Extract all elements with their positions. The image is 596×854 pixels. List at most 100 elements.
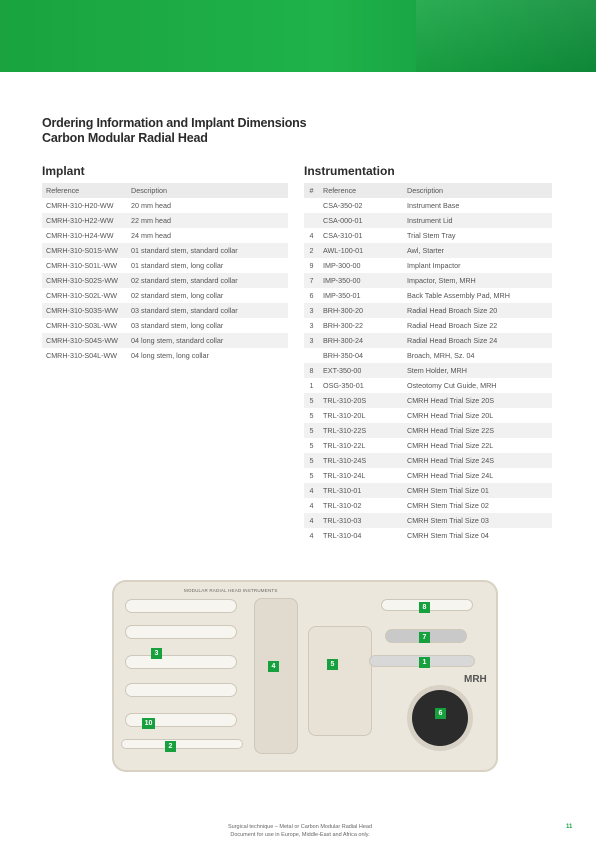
table-cell: CMRH-310-S04S-WW — [42, 333, 127, 348]
table-cell: 02 standard stem, standard collar — [127, 273, 288, 288]
table-cell: Trial Stem Tray — [407, 231, 456, 240]
table-cell: BRH-300-20 — [319, 303, 403, 318]
table-cell: Back Table Assembly Pad, MRH — [407, 291, 510, 300]
callout-badge: 8 — [419, 602, 430, 613]
callout-badge: 3 — [151, 648, 162, 659]
table-cell — [304, 213, 319, 228]
head-trial-area — [308, 626, 372, 736]
column-header: Description — [403, 183, 552, 198]
table-cell: 1 — [309, 381, 314, 390]
instrument-handle — [126, 626, 236, 638]
table-cell: 22 mm head — [127, 213, 288, 228]
table-cell: CMRH Head Trial Size 24S — [403, 453, 552, 468]
table-cell: 5 — [309, 411, 314, 420]
table-cell: 5 — [309, 471, 314, 480]
table-cell: 4 — [309, 501, 314, 510]
table-cell: CMRH-310-S04L-WW — [46, 351, 118, 360]
table-cell: 4 — [309, 231, 314, 240]
table-cell: Instrument Lid — [403, 213, 552, 228]
table-cell — [304, 348, 319, 363]
table-cell: 7 — [304, 273, 319, 288]
table-cell: 04 long stem, standard collar — [127, 333, 288, 348]
callout-badge: 2 — [165, 741, 176, 752]
table-cell: CMRH-310-S01L-WW — [46, 261, 118, 270]
table-cell: TRL-310-24S — [319, 453, 403, 468]
table-cell: 03 standard stem, standard collar — [127, 303, 288, 318]
callout-badge: 1 — [419, 657, 430, 668]
table-cell: 3 — [309, 321, 314, 330]
instrumentation-heading: Instrumentation — [304, 164, 395, 178]
column-header: Description — [127, 183, 288, 198]
table-cell: 20 mm head — [131, 201, 171, 210]
table-cell: 24 mm head — [131, 231, 171, 240]
table-cell: BRH-300-24 — [319, 333, 403, 348]
instrument-handle — [126, 684, 236, 696]
table-cell: 5 — [304, 393, 319, 408]
table-cell: Implant Impactor — [407, 261, 461, 270]
table-cell: CSA-350-02 — [323, 201, 363, 210]
table-cell: 01 standard stem, standard collar — [127, 243, 288, 258]
table-cell: CMRH Head Trial Size 22L — [407, 441, 494, 450]
table-cell: CMRH Head Trial Size 20L — [407, 411, 494, 420]
column-header: # — [304, 183, 319, 198]
table-cell: TRL-310-04 — [323, 531, 362, 540]
table-cell: CMRH Head Trial Size 20S — [403, 393, 552, 408]
table-cell: 8 — [304, 363, 319, 378]
table-cell: Stem Holder, MRH — [403, 363, 552, 378]
title-line-1: Ordering Information and Implant Dimensi… — [42, 116, 307, 130]
table-cell: IMP-350-01 — [323, 291, 361, 300]
table-cell: 4 — [304, 513, 319, 528]
stem-trial-tray — [254, 598, 298, 754]
table-cell: EXT-350-00 — [319, 363, 403, 378]
table-cell: 4 — [309, 531, 314, 540]
table-header-row: Reference Description — [42, 183, 288, 198]
footer: Surgical technique – Metal or Carbon Mod… — [200, 823, 400, 839]
table-cell: 2 — [304, 243, 319, 258]
table-cell: Radial Head Broach Size 24 — [403, 333, 552, 348]
table-cell: Broach, MRH, Sz. 04 — [407, 351, 475, 360]
table-cell: CMRH Stem Trial Size 01 — [403, 483, 552, 498]
table-cell: TRL-310-02 — [323, 501, 362, 510]
table-cell: CMRH Stem Trial Size 04 — [407, 531, 489, 540]
table-cell: 5 — [309, 441, 314, 450]
title-line-2: Carbon Modular Radial Head — [42, 131, 208, 145]
table-cell: 5 — [304, 423, 319, 438]
table-cell: CMRH Stem Trial Size 03 — [403, 513, 552, 528]
table-cell: 02 standard stem, long collar — [131, 291, 224, 300]
column-header: Reference — [319, 183, 403, 198]
implant-heading: Implant — [42, 164, 85, 178]
page-number: 11 — [566, 824, 573, 830]
table-cell: TRL-310-20S — [319, 393, 403, 408]
table-cell: IMP-350-00 — [319, 273, 403, 288]
table-header-row: # Reference Description — [304, 183, 552, 198]
table-cell: 5 — [304, 453, 319, 468]
instrument-tray-photo: MODULAR RADIAL HEAD INSTRUMENTS MRH 8 7 … — [112, 580, 498, 772]
table-cell: Radial Head Broach Size 20 — [403, 303, 552, 318]
table-cell: 03 standard stem, long collar — [131, 321, 224, 330]
